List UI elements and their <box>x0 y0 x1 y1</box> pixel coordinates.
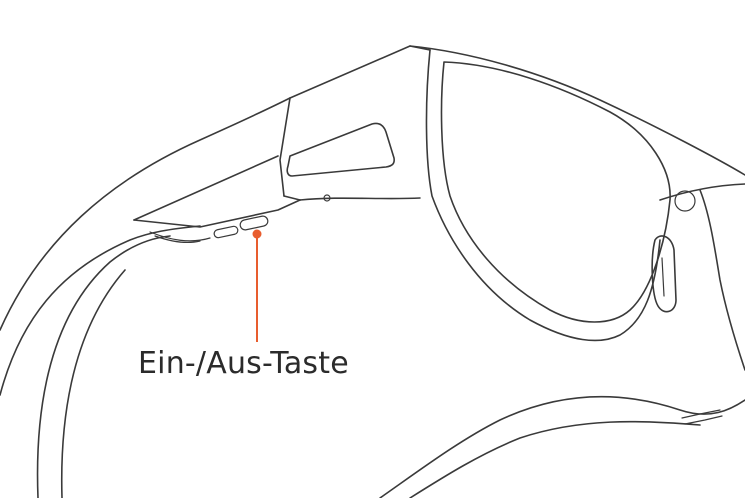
callout-dot-icon <box>252 229 262 239</box>
power-button-callout <box>252 229 262 342</box>
temple-arm <box>0 97 291 498</box>
hinge-block <box>133 45 431 228</box>
front-frame <box>409 45 745 371</box>
power-button-label: Ein-/Aus-Taste <box>138 346 349 381</box>
temple-buttons <box>213 215 269 239</box>
far-temple <box>379 395 745 498</box>
